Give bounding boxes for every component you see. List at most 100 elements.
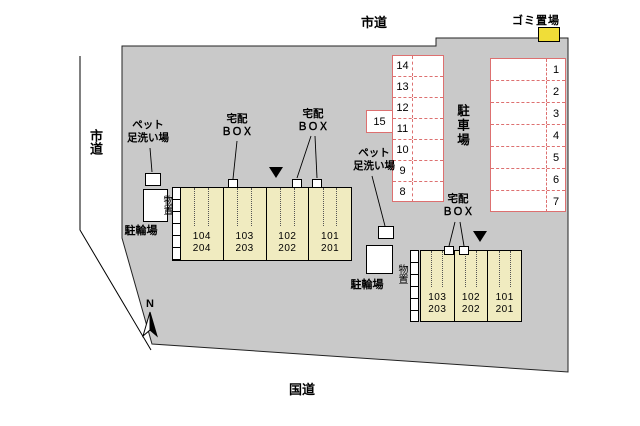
unit-102-right: 102 202 (453, 251, 488, 321)
storage-units (172, 187, 181, 261)
pet-wash-station (145, 173, 161, 186)
bike-parking-area (143, 189, 168, 222)
space-number: 12 (393, 98, 413, 118)
delivery-box-label-line1: 宅配 (302, 108, 324, 120)
unit-dotted-line (442, 251, 444, 287)
parking-column-right: 1 2 3 4 5 6 7 (490, 58, 566, 212)
space-number: 9 (393, 161, 413, 181)
room-numbers: 103 203 (224, 231, 266, 254)
space-number: 13 (393, 77, 413, 97)
parking-space: 11 (393, 119, 443, 140)
pet-wash-station (378, 226, 394, 239)
unit-dotted-line (194, 188, 196, 226)
delivery-box-label-line1: 宅配 (447, 193, 469, 205)
delivery-box (312, 179, 322, 188)
room-number-lower: 203 (235, 242, 254, 254)
pet-wash-label: ペット 足洗い場 (342, 147, 406, 172)
pet-wash-label-line2: 足洗い場 (127, 131, 169, 144)
room-number-upper: 104 (192, 231, 211, 242)
unit-dotted-line (509, 251, 511, 287)
parking-space: 1 (491, 59, 565, 81)
unit-dotted-line (431, 251, 433, 287)
parking-space: 14 (393, 56, 443, 77)
parking-space: 13 (393, 77, 443, 98)
unit-dotted-line (237, 188, 239, 226)
bike-parking-area (366, 245, 393, 274)
delivery-box-label: 宅配 ＢＯＸ (436, 193, 480, 218)
pet-wash-label-line1: ペット (358, 147, 390, 159)
unit-104: 104 204 (181, 188, 223, 260)
room-number-lower: 202 (278, 242, 297, 254)
north-arrow-icon (142, 311, 158, 338)
room-number-lower: 203 (428, 303, 447, 315)
bike-parking-label: 駐輪場 (350, 279, 384, 291)
storage-label: 物置 (161, 195, 172, 215)
room-number-upper: 102 (278, 231, 297, 242)
delivery-box (444, 246, 454, 255)
delivery-box-label: 宅配 ＢＯＸ (291, 108, 335, 133)
unit-dotted-line (250, 188, 252, 226)
unit-dotted-line (336, 188, 338, 226)
road-label-left: 市道 (88, 129, 103, 155)
delivery-box (228, 179, 238, 188)
room-numbers: 101 201 (488, 292, 521, 315)
room-number-lower: 202 (461, 303, 481, 315)
storage-units (410, 250, 419, 322)
space-number: 4 (546, 125, 565, 146)
trash-area-label: ゴミ置場 (512, 15, 560, 27)
parking-lot-label: 駐車場 (455, 104, 469, 148)
delivery-box-label-line2: ＢＯＸ (221, 125, 253, 138)
unit-101-right: 101 201 (487, 251, 521, 321)
delivery-box-label: 宅配 ＢＯＸ (215, 113, 259, 138)
parking-space: 5 (491, 147, 565, 169)
delivery-box (292, 179, 302, 188)
space-number: 14 (393, 56, 413, 76)
room-number-upper: 103 (428, 292, 447, 303)
storage-label: 物置 (396, 264, 407, 284)
unit-dotted-line (208, 188, 210, 226)
parking-space: 7 (491, 191, 565, 212)
unit-dotted-line (322, 188, 324, 226)
connector-lines (149, 135, 465, 247)
room-numbers: 101 201 (309, 231, 351, 254)
north-label: N (146, 298, 154, 310)
unit-103-right: 103 203 (421, 251, 454, 321)
room-number-upper: 102 (461, 292, 481, 303)
delivery-box-label-line1: 宅配 (226, 113, 248, 125)
unit-102: 102 202 (265, 188, 309, 260)
unit-103: 103 203 (222, 188, 266, 260)
unit-dotted-line (498, 251, 500, 287)
entrance-marker-icon (269, 167, 283, 178)
parking-space: 12 (393, 98, 443, 119)
room-number-upper: 101 (495, 292, 514, 303)
pet-wash-label: ペット 足洗い場 (116, 119, 180, 144)
parking-column-middle: 14 13 12 11 10 9 8 (392, 55, 444, 202)
parking-space: 4 (491, 125, 565, 147)
space-number: 7 (546, 191, 565, 212)
road-label-top: 市道 (360, 15, 387, 30)
pet-wash-label-line1: ペット (132, 119, 164, 131)
parking-space: 3 (491, 103, 565, 125)
space-number: 8 (393, 182, 413, 202)
space-number: 2 (546, 81, 565, 102)
unit-dotted-line (293, 188, 295, 226)
space-number: 3 (546, 103, 565, 124)
delivery-box-label-line2: ＢＯＸ (297, 120, 329, 133)
parking-space: 6 (491, 169, 565, 191)
room-number-upper: 101 (321, 231, 340, 242)
parking-space-15: 15 (366, 110, 393, 133)
space-number: 10 (393, 140, 413, 160)
parking-space: 8 (393, 182, 443, 202)
unit-dotted-line (475, 251, 477, 287)
unit-dotted-line (465, 251, 467, 287)
unit-101: 101 201 (308, 188, 351, 260)
building-left: 104 204 103 203 102 202 101 20 (180, 187, 352, 261)
trash-box (538, 27, 560, 42)
room-numbers: 104 204 (181, 231, 223, 254)
bike-parking-label: 駐輪場 (124, 225, 158, 237)
space-number: 6 (546, 169, 565, 190)
space-number: 1 (546, 59, 565, 80)
space-number: 11 (393, 119, 413, 139)
road-label-bottom: 国道 (288, 382, 315, 397)
